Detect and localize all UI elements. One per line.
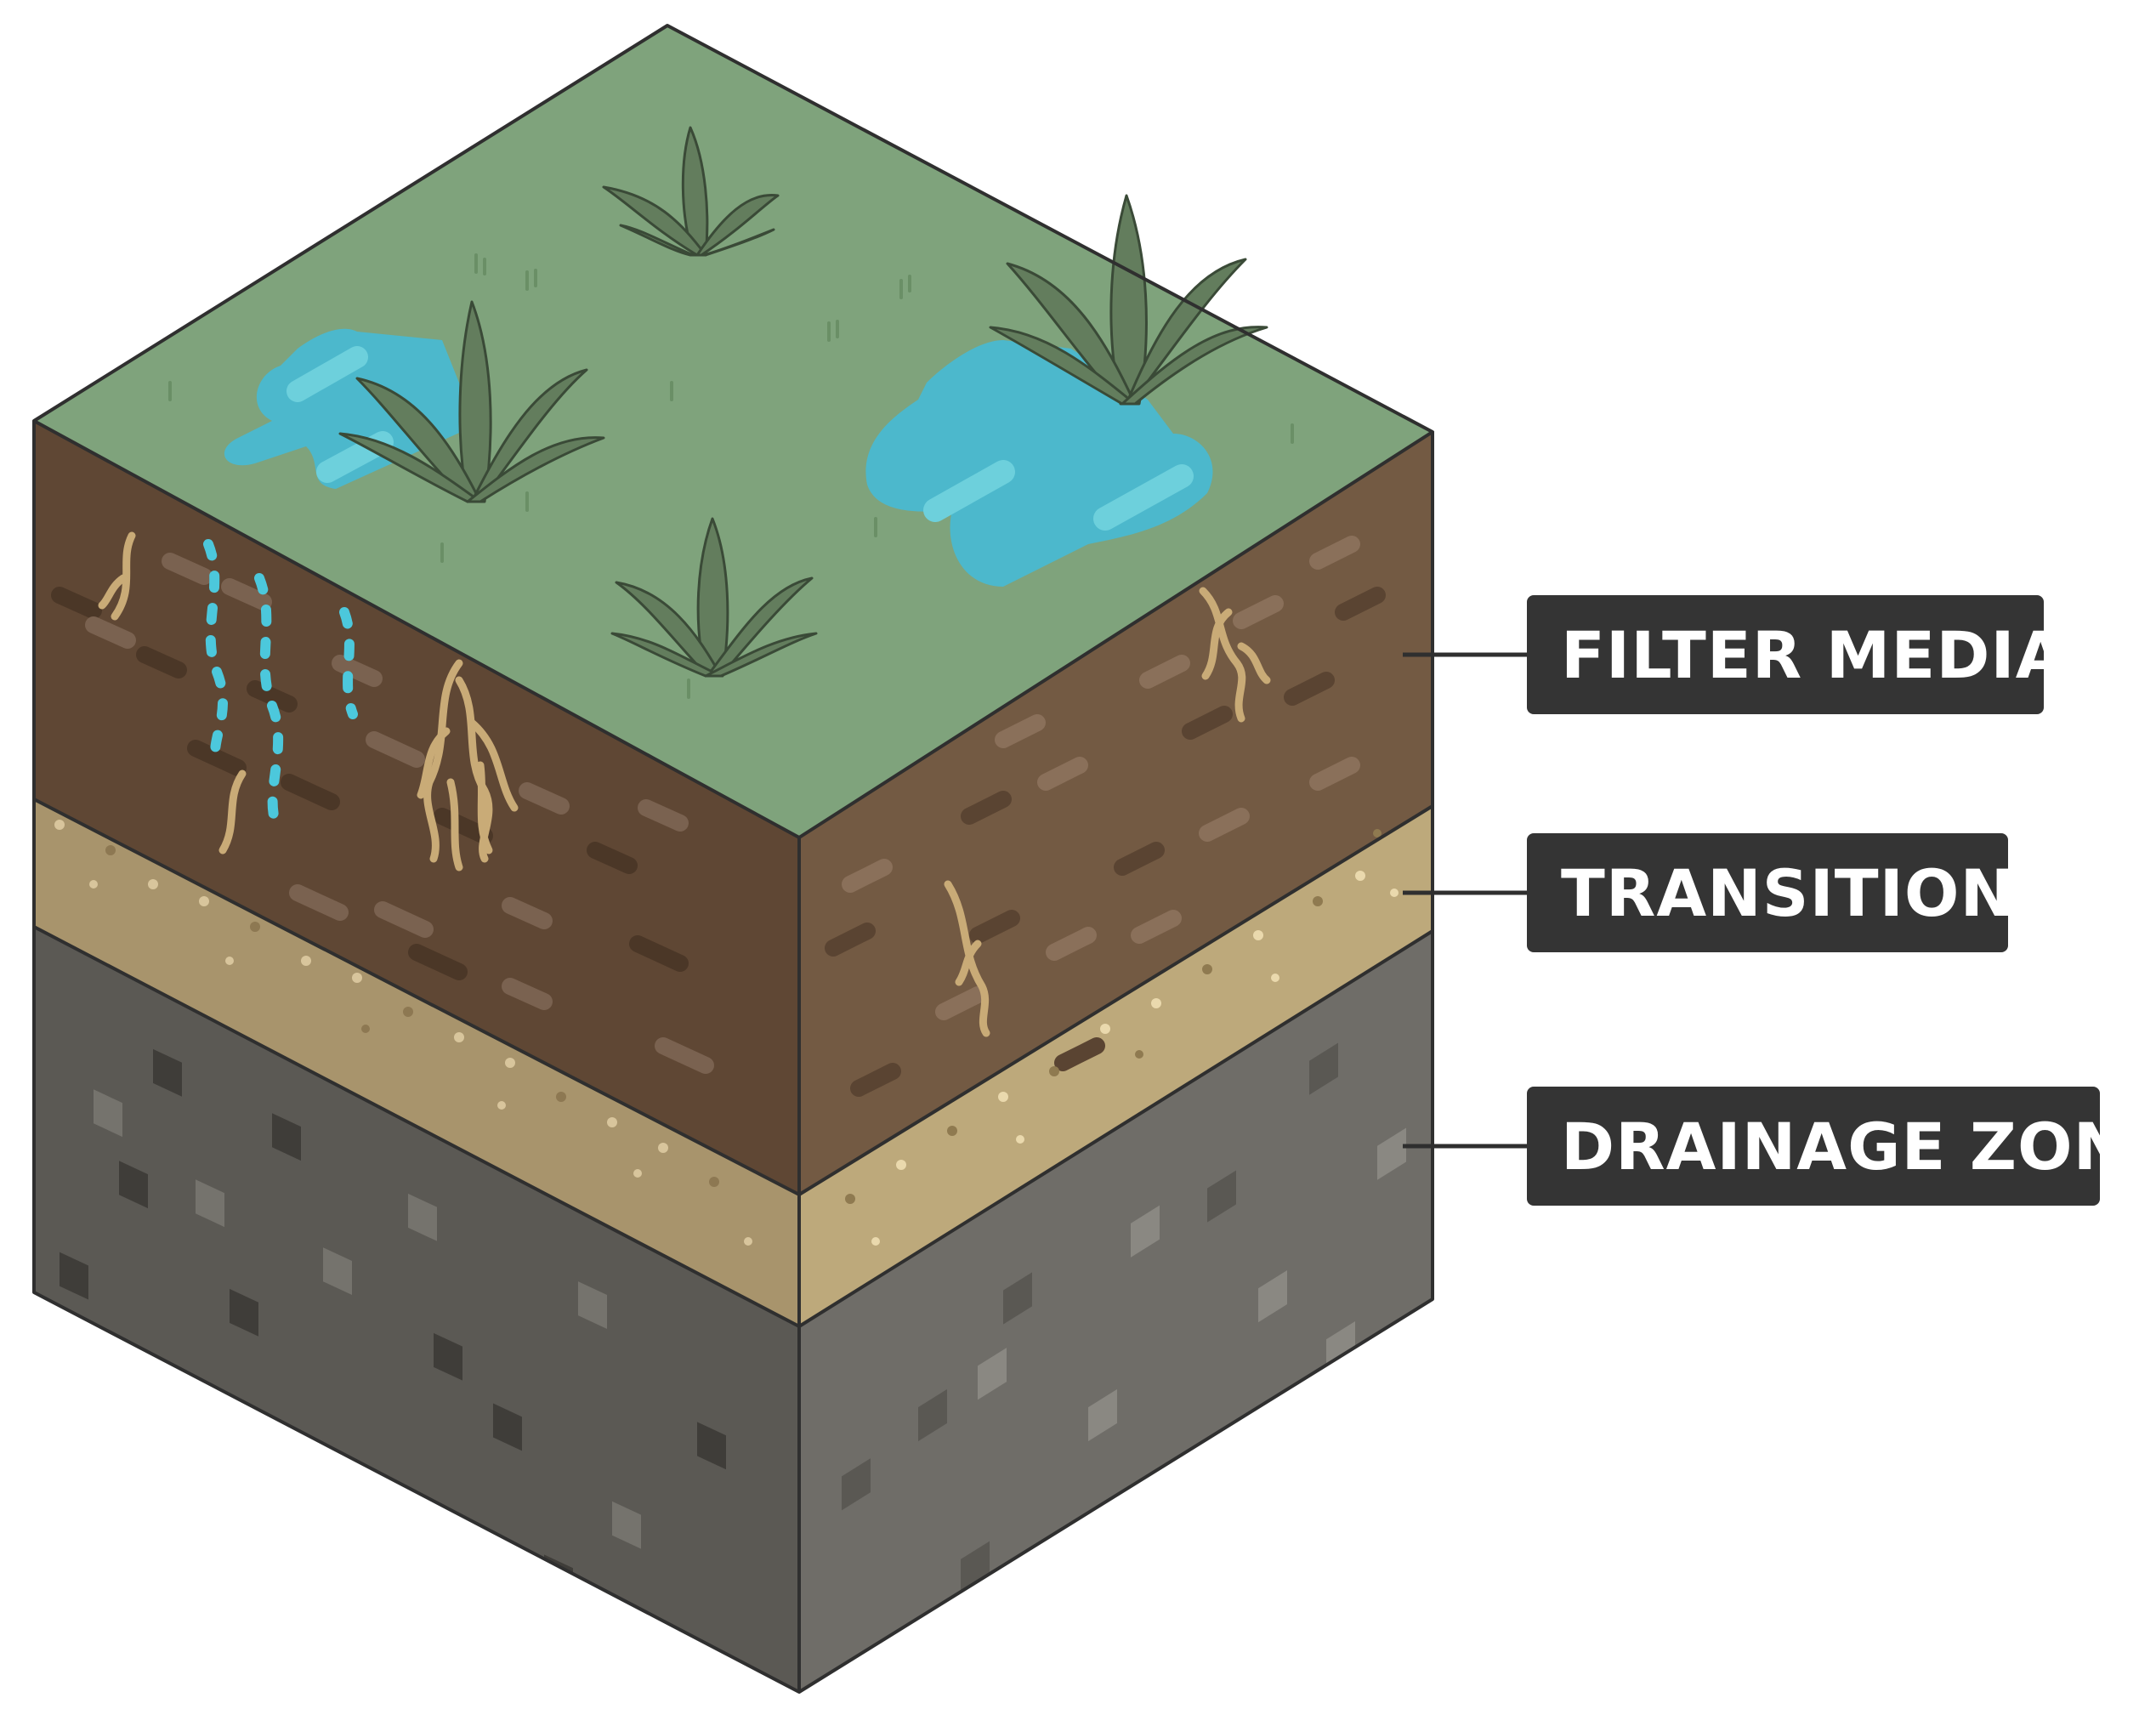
cube-outline xyxy=(32,24,1434,1694)
water-puddle-icon xyxy=(224,328,476,489)
drainage-zone-left xyxy=(34,927,799,1692)
transition-texture-left xyxy=(54,820,752,1246)
filter-media-texture-right xyxy=(825,536,1386,1097)
drainage-zone-right xyxy=(799,931,1433,1692)
plant-left xyxy=(338,300,605,503)
grass-surface xyxy=(34,26,1433,837)
drainage-texture-left xyxy=(60,1048,726,1603)
drainage-zone-label: DRAINAGE ZONE xyxy=(1527,1087,2156,1206)
left-face xyxy=(34,421,799,1692)
water-drip-icon xyxy=(203,539,358,830)
plant-top-right xyxy=(989,194,1268,406)
plant-icon xyxy=(338,126,1268,678)
drainage-zone-label-text: DRAINAGE ZONE xyxy=(1561,1108,2156,1184)
filter-media-left xyxy=(34,421,799,1195)
plant-top-center xyxy=(602,126,780,257)
transition-label: TRANSITION xyxy=(1527,833,2014,952)
root-icon xyxy=(98,531,519,872)
transition-label-text: TRANSITION xyxy=(1561,854,2016,931)
transition-right xyxy=(799,806,1433,1326)
root-icon-right xyxy=(944,587,1271,1037)
transition-texture-right xyxy=(845,829,1399,1246)
leader-lines xyxy=(1403,652,1530,1149)
transition-left xyxy=(34,799,799,1326)
right-face xyxy=(799,432,1433,1692)
filter-media-label: FILTER MEDIA xyxy=(1527,595,2066,714)
filter-media-texture-left xyxy=(51,553,714,1074)
filter-media-label-text: FILTER MEDIA xyxy=(1561,616,2067,693)
plant-middle xyxy=(610,517,818,678)
grass-texture xyxy=(168,253,1294,699)
